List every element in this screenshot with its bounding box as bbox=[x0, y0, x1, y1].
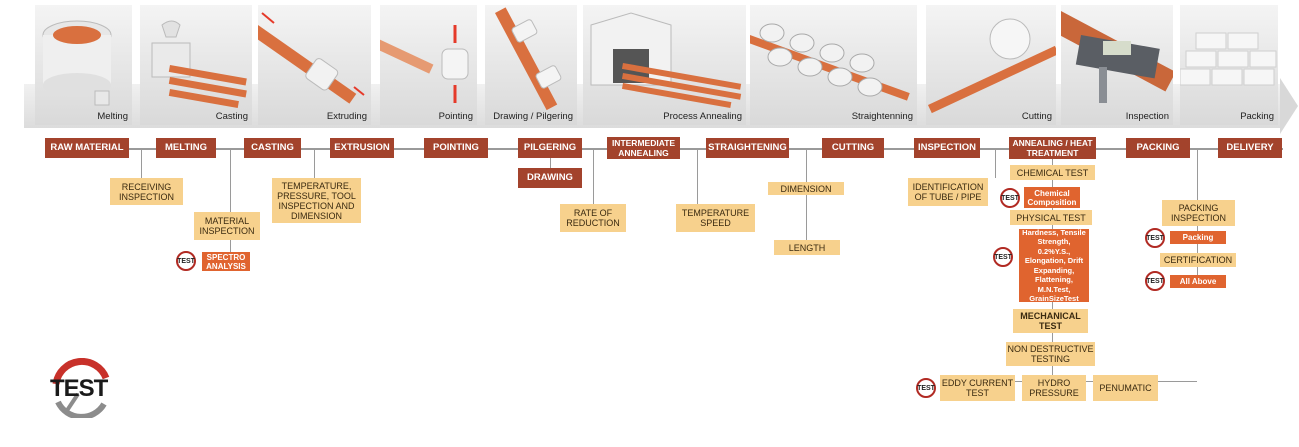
check-identification: IDENTIFICATION OF TUBE / PIPE bbox=[908, 178, 988, 206]
stage-cutting: CUTTING bbox=[822, 138, 884, 158]
test-packing: Packing bbox=[1170, 231, 1226, 244]
annealing-furnace-illustration bbox=[590, 12, 742, 109]
check-eddy-current: EDDY CURRENT TEST bbox=[940, 375, 1015, 401]
photo-caption: Cutting bbox=[1021, 111, 1052, 122]
stage-extrusion: EXTRUSION bbox=[330, 138, 394, 158]
stage-intermediate-annealing: INTERMEDIATE ANNEALING bbox=[607, 137, 680, 159]
photo-caption: Pointing bbox=[438, 111, 473, 122]
stage-delivery: DELIVERY bbox=[1218, 138, 1282, 158]
test-all-above: All Above bbox=[1170, 275, 1226, 288]
melting-illustration bbox=[42, 20, 112, 106]
connector bbox=[593, 150, 594, 204]
connector bbox=[314, 150, 315, 178]
check-mechanical-test: MECHANICAL TEST bbox=[1013, 309, 1088, 333]
connector bbox=[1197, 150, 1198, 200]
logo-text: TEST bbox=[50, 375, 108, 402]
connector bbox=[806, 150, 807, 240]
photo-caption: Process Annealing bbox=[663, 111, 742, 122]
test-badge-icon: TEST bbox=[916, 378, 936, 398]
stage-melting: MELTING bbox=[156, 138, 216, 158]
packing-boxes-illustration bbox=[1180, 32, 1277, 86]
connector bbox=[550, 158, 551, 168]
photo-extruding: Extruding bbox=[258, 5, 371, 125]
check-material-inspection: MATERIAL INSPECTION bbox=[194, 212, 260, 240]
connector bbox=[995, 150, 996, 178]
test-badge-icon: TEST bbox=[1000, 188, 1020, 208]
photo-caption: Melting bbox=[97, 111, 128, 122]
photo-straightening: Straightenning bbox=[750, 5, 917, 125]
test-badge-icon: TEST bbox=[993, 247, 1013, 267]
test-badge-icon: TEST bbox=[176, 251, 196, 271]
test-badge-icon: TEST bbox=[1145, 271, 1165, 291]
connector bbox=[141, 150, 142, 178]
check-physical-test: PHYSICAL TEST bbox=[1010, 210, 1092, 225]
check-penumatic: PENUMATIC bbox=[1093, 375, 1158, 401]
test-logo-icon bbox=[52, 358, 110, 418]
cutting-illustration bbox=[928, 18, 1056, 114]
stage-annealing-heat-treatment: ANNEALING / HEAT TREATMENT bbox=[1009, 137, 1096, 159]
stage-raw-material: RAW MATERIAL bbox=[45, 138, 129, 158]
test-spectro-analysis: SPECTRO ANALYSIS bbox=[202, 252, 250, 271]
check-chemical-test: CHEMICAL TEST bbox=[1010, 165, 1095, 180]
check-dimension: DIMENSION bbox=[768, 182, 844, 195]
connector bbox=[1197, 226, 1198, 276]
test-physical-list: Hardness, Tensile Strength, 0.2%Y.S., El… bbox=[1019, 228, 1089, 303]
photo-caption: Straightenning bbox=[851, 111, 913, 122]
check-hydro-pressure: HYDRO PRESSURE bbox=[1022, 375, 1086, 401]
stage-pointing: POINTING bbox=[424, 138, 488, 158]
photo-caption: Casting bbox=[215, 111, 248, 122]
photo-caption: Extruding bbox=[326, 111, 367, 122]
stage-packing: PACKING bbox=[1126, 138, 1190, 158]
check-rate-of-reduction: RATE OF REDUCTION bbox=[560, 204, 626, 232]
straightening-rollers-illustration bbox=[750, 23, 910, 101]
photo-inspection: Inspection bbox=[1061, 5, 1173, 125]
photo-pointing: Pointing bbox=[380, 5, 477, 125]
caliper-illustration bbox=[1061, 11, 1173, 103]
check-receiving-inspection: RECEIVING INSPECTION bbox=[110, 178, 183, 205]
check-non-destructive: NON DESTRUCTIVE TESTING bbox=[1006, 342, 1095, 366]
test-chemical-composition: Chemical Composition bbox=[1024, 187, 1080, 208]
drawing-illustration bbox=[495, 7, 562, 111]
photo-caption: Packing bbox=[1240, 111, 1274, 122]
stage-inspection: INSPECTION bbox=[914, 138, 980, 158]
connector bbox=[230, 150, 231, 212]
pointing-illustration bbox=[380, 25, 469, 103]
photo-drawing: Drawing / Pilgering bbox=[485, 5, 577, 125]
check-temperature-pressure: TEMPERATURE, PRESSURE, TOOL INSPECTION A… bbox=[272, 178, 361, 223]
check-length: LENGTH bbox=[774, 240, 840, 255]
extruding-illustration bbox=[258, 12, 365, 104]
check-certification: CERTIFICATION bbox=[1160, 253, 1236, 267]
stage-casting: CASTING bbox=[244, 138, 301, 158]
photo-caption: Drawing / Pilgering bbox=[493, 111, 573, 122]
stage-drawing: DRAWING bbox=[518, 168, 582, 188]
photo-packing: Packing bbox=[1180, 5, 1278, 125]
stage-pilgering: PILGERING bbox=[518, 138, 582, 158]
photo-cutting: Cutting bbox=[926, 5, 1056, 125]
process-arrow-head bbox=[1280, 78, 1298, 134]
connector bbox=[697, 150, 698, 204]
connector bbox=[982, 381, 1197, 382]
photo-process-annealing: Process Annealing bbox=[583, 5, 746, 125]
stage-straightening: STRAIGHTENING bbox=[706, 138, 789, 158]
test-badge-icon: TEST bbox=[1145, 228, 1165, 248]
casting-illustration bbox=[151, 20, 247, 109]
photo-caption: Inspection bbox=[1125, 111, 1169, 122]
connector bbox=[230, 240, 231, 252]
photo-melting: Melting bbox=[35, 5, 132, 125]
check-packing-inspection: PACKING INSPECTION bbox=[1162, 200, 1235, 226]
check-temperature-speed: TEMPERATURE SPEED bbox=[676, 204, 755, 232]
photo-casting: Casting bbox=[140, 5, 252, 125]
